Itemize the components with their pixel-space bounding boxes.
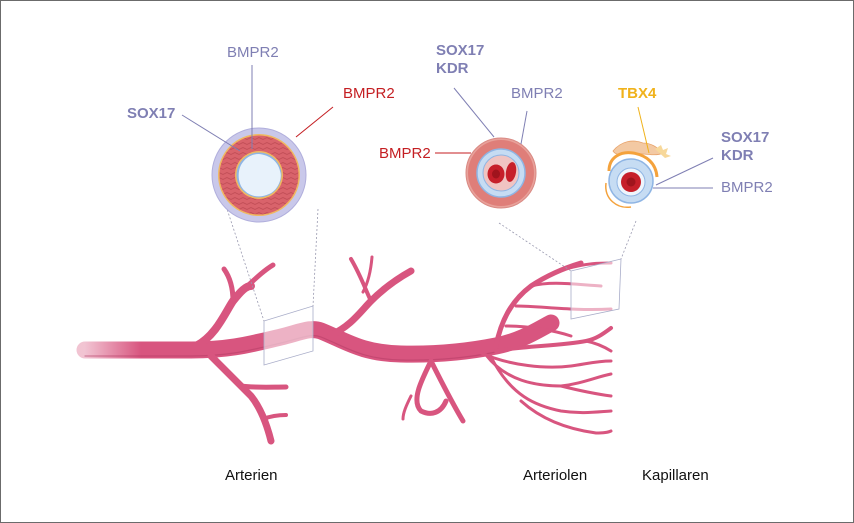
capillary-label-sox17-kdr: SOX17 KDR <box>721 129 769 165</box>
artery-label-bmpr2-right: BMPR2 <box>343 85 395 102</box>
branch <box>207 352 275 445</box>
capillary-label-bmpr2: BMPR2 <box>721 179 773 196</box>
arteriole-label-kdr: KDR <box>436 60 469 77</box>
arteriole-cross-section <box>435 87 537 209</box>
arteriole-label-sox17: SOX17 <box>436 42 485 59</box>
arteriole-label-bmpr2-right: BMPR2 <box>511 85 563 102</box>
zoom-box-arteriole <box>498 220 637 320</box>
zoom-box-artery <box>225 205 319 366</box>
arteriole-label-sox17-kdr: SOX17 KDR <box>436 42 484 78</box>
artery-label-bmpr2-top: BMPR2 <box>227 44 279 61</box>
branch <box>327 267 415 339</box>
segment-label-arteriolen: Arteriolen <box>523 467 588 484</box>
segment-label-arterien: Arterien <box>225 467 278 484</box>
capillary-label-sox17: SOX17 <box>721 129 770 146</box>
vessel-tree <box>76 255 613 445</box>
main-artery <box>76 314 560 363</box>
arteriole-label-bmpr2-left: BMPR2 <box>379 145 431 162</box>
artery-cross-section <box>181 65 334 223</box>
branch <box>414 358 449 416</box>
segment-label-kapillaren: Kapillaren <box>642 467 709 484</box>
capillary-label-kdr: KDR <box>721 147 754 164</box>
capillary-label-tbx4: TBX4 <box>618 85 657 102</box>
capillary-cross-section <box>605 106 714 208</box>
artery-label-sox17: SOX17 <box>127 105 176 122</box>
